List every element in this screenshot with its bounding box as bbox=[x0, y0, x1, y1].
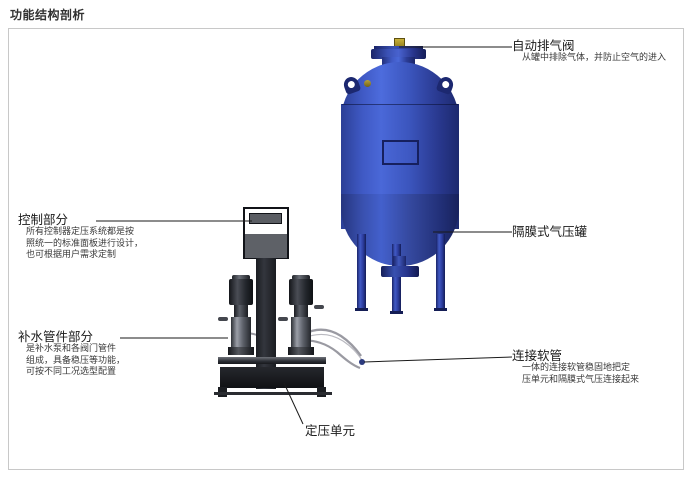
annotation-water-supply-fittings: 补水管件部分 是补水泵和各阀门管件 组成，具备稳压等功能， 可按不同工况选型配置 bbox=[18, 329, 125, 379]
annotation-title: 补水管件部分 bbox=[18, 329, 94, 344]
annotation-control-section: 控制部分 所有控制器定压系统都是按 照统一的标准面板进行设计， 也可根据用户需求… bbox=[18, 212, 143, 262]
annotation-auto-exhaust-valve: 自动排气阀 从罐中排除气体，并防止空气的进入 bbox=[512, 38, 666, 65]
annotation-desc-line: 组成，具备稳压等功能， bbox=[26, 355, 126, 366]
annotation-diaphragm-pressure-tank: 隔膜式气压罐 bbox=[512, 224, 587, 239]
annotation-desc-line: 从罐中排除气体，并防止空气的进入 bbox=[522, 53, 667, 63]
annotation-title: 控制部分 bbox=[18, 212, 69, 227]
annotation-pressure-setting-unit: 定压单元 bbox=[305, 423, 355, 438]
annotation-desc-line: 也可根据用户需求定制 bbox=[26, 250, 117, 260]
annotation-title: 自动排气阀 bbox=[512, 38, 575, 53]
annotation-title: 隔膜式气压罐 bbox=[512, 224, 588, 239]
annotation-desc-line: 压单元和隔膜式气压连接起来 bbox=[522, 374, 640, 385]
annotation-connecting-hose: 连接软管 一体的连接软管稳固地把定 压单元和隔膜式气压连接起来 bbox=[512, 348, 639, 386]
annotation-desc-line: 可按不同工况选型配置 bbox=[26, 367, 117, 377]
annotation-desc-line: 照统一的标准面板进行设计， bbox=[26, 238, 144, 249]
annotation-desc-line: 是补水泵和各阀门管件 bbox=[26, 344, 117, 354]
annotation-desc-line: 所有控制器定压系统都是按 bbox=[26, 227, 135, 237]
page-title: 功能结构剖析 bbox=[10, 8, 86, 22]
annotation-title: 定压单元 bbox=[305, 423, 356, 438]
annotation-title: 连接软管 bbox=[512, 348, 563, 363]
annotation-desc-line: 一体的连接软管稳固地把定 bbox=[522, 363, 631, 373]
